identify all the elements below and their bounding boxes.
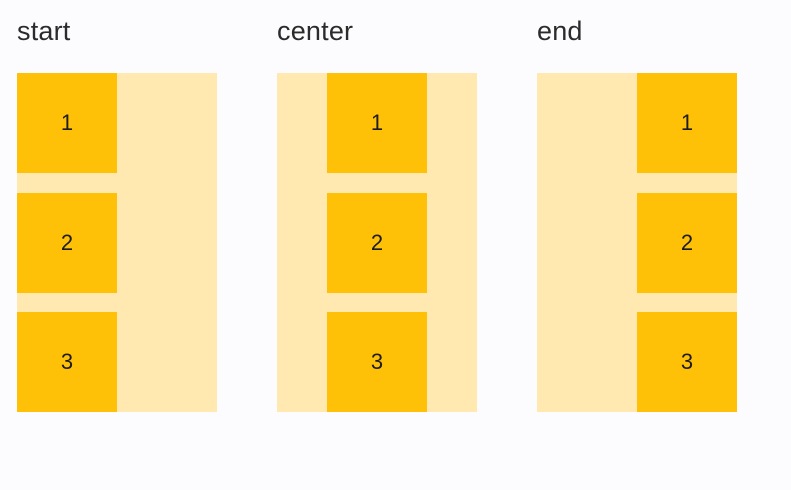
box-item: 1 <box>327 73 427 173</box>
box-item: 3 <box>637 312 737 412</box>
box-container-start: 1 2 3 <box>17 73 217 412</box>
box-item: 3 <box>327 312 427 412</box>
box-item: 2 <box>637 192 737 293</box>
box-item: 2 <box>327 192 427 293</box>
group-label-end: end <box>537 16 583 46</box>
box-item: 2 <box>17 192 117 293</box>
box-container-center: 1 2 3 <box>277 73 477 412</box>
box-item: 3 <box>17 312 117 412</box>
box-container-end: 1 2 3 <box>537 73 737 412</box>
group-label-start: start <box>17 16 71 46</box>
box-item: 1 <box>17 73 117 173</box>
group-label-center: center <box>277 16 354 46</box>
box-item: 1 <box>637 73 737 173</box>
